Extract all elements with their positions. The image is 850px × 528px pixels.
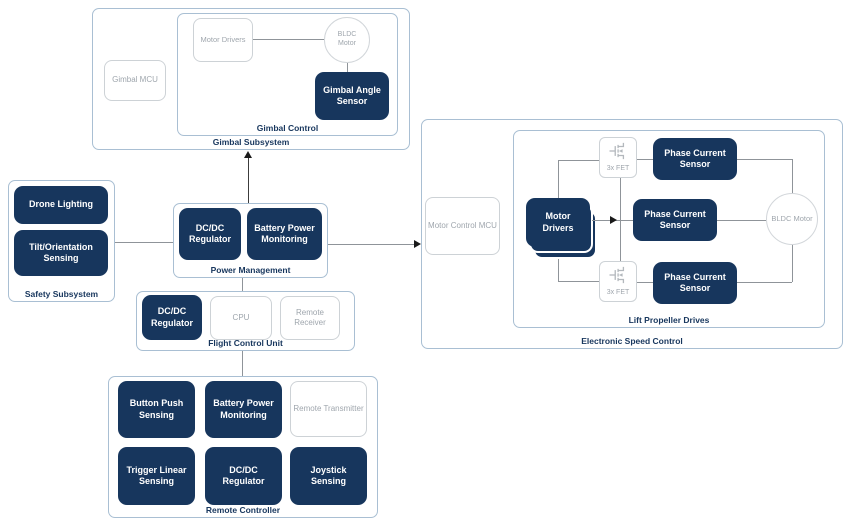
phase-current-sensor-bottom-node: Phase Current Sensor <box>653 262 737 304</box>
fet-top-node: 3x FET <box>599 137 637 178</box>
rc-joystick-sensing-node: Joystick Sensing <box>290 447 367 505</box>
connector-fetbottom-to-pcsbottom <box>637 282 653 283</box>
fcu-cpu-node: CPU <box>210 296 272 340</box>
connector-pm-to-gimbal <box>248 158 249 203</box>
gimbal-motor-drivers-node: Motor Drivers <box>193 18 253 62</box>
connector-pm-to-esc <box>328 244 415 245</box>
arrowhead-pm-to-esc <box>414 240 421 248</box>
connector-md-up <box>558 160 559 198</box>
phase-current-sensor-top-node: Phase Current Sensor <box>653 138 737 180</box>
flight-control-unit-label: Flight Control Unit <box>208 338 283 348</box>
fcu-dcdc-regulator-node: DC/DC Regulator <box>142 295 202 340</box>
lift-propeller-drives-label: Lift Propeller Drives <box>628 315 710 325</box>
connector-pcsbottom-to-bldc <box>792 245 793 282</box>
gimbal-bldc-motor-node: BLDC Motor <box>324 17 370 63</box>
connector-motordrivers-bldc <box>253 39 324 40</box>
connector-safety-to-pm <box>115 242 173 243</box>
fet-top-label: 3x FET <box>606 165 630 172</box>
gimbal-mcu-node: Gimbal MCU <box>104 60 166 101</box>
gimbal-angle-sensor-node: Gimbal Angle Sensor <box>315 72 389 120</box>
connector-pcsbottom-right <box>737 282 792 283</box>
arrowhead-md-to-pcsmid <box>610 216 617 224</box>
esc-motor-drivers-node: Motor Drivers <box>526 198 590 247</box>
connector-pcsmid-to-bldc <box>717 220 766 221</box>
connector-md-down <box>558 259 559 281</box>
connector-bldc-anglesensor <box>347 63 348 72</box>
arrowhead-pm-to-gimbal <box>244 151 252 158</box>
fet-bottom-label: 3x FET <box>606 289 630 296</box>
rc-trigger-linear-sensing-node: Trigger Linear Sensing <box>118 447 195 505</box>
pm-battery-power-monitoring-node: Battery Power Monitoring <box>247 208 322 260</box>
mosfet-icon <box>608 266 629 287</box>
pm-dcdc-regulator-node: DC/DC Regulator <box>179 208 241 260</box>
gimbal-subsystem-label: Gimbal Subsystem <box>212 137 290 147</box>
power-management-label: Power Management <box>210 265 291 275</box>
connector-fettop-fetbottom <box>620 178 621 261</box>
connector-up-to-fettop <box>558 160 599 161</box>
connector-pcstop-right <box>737 159 792 160</box>
rc-battery-power-monitoring-node: Battery Power Monitoring <box>205 381 282 438</box>
tilt-orientation-sensing-node: Tilt/Orientation Sensing <box>14 230 108 276</box>
fet-bottom-node: 3x FET <box>599 261 637 302</box>
gimbal-control-label: Gimbal Control <box>256 123 319 133</box>
connector-fettop-to-pcstop <box>637 159 653 160</box>
rc-button-push-sensing-node: Button Push Sensing <box>118 381 195 438</box>
connector-fcu-to-rc <box>242 351 243 376</box>
rc-dcdc-regulator-node: DC/DC Regulator <box>205 447 282 505</box>
rc-remote-transmitter-node: Remote Transmitter <box>290 381 367 437</box>
electronic-speed-control-label: Electronic Speed Control <box>581 336 683 346</box>
motor-control-mcu-node: Motor Control MCU <box>425 197 500 255</box>
connector-pm-to-fcu <box>242 278 243 291</box>
remote-controller-label: Remote Controller <box>205 505 281 515</box>
fcu-remote-receiver-node: Remote Receiver <box>280 296 340 340</box>
esc-bldc-motor-node: BLDC Motor <box>766 193 818 245</box>
connector-pcstop-to-bldc <box>792 159 793 193</box>
connector-down-to-fetbottom <box>558 281 599 282</box>
mosfet-icon <box>608 142 629 163</box>
phase-current-sensor-middle-node: Phase Current Sensor <box>633 199 717 241</box>
safety-subsystem-label: Safety Subsystem <box>24 289 99 299</box>
drone-lighting-node: Drone Lighting <box>14 186 108 224</box>
